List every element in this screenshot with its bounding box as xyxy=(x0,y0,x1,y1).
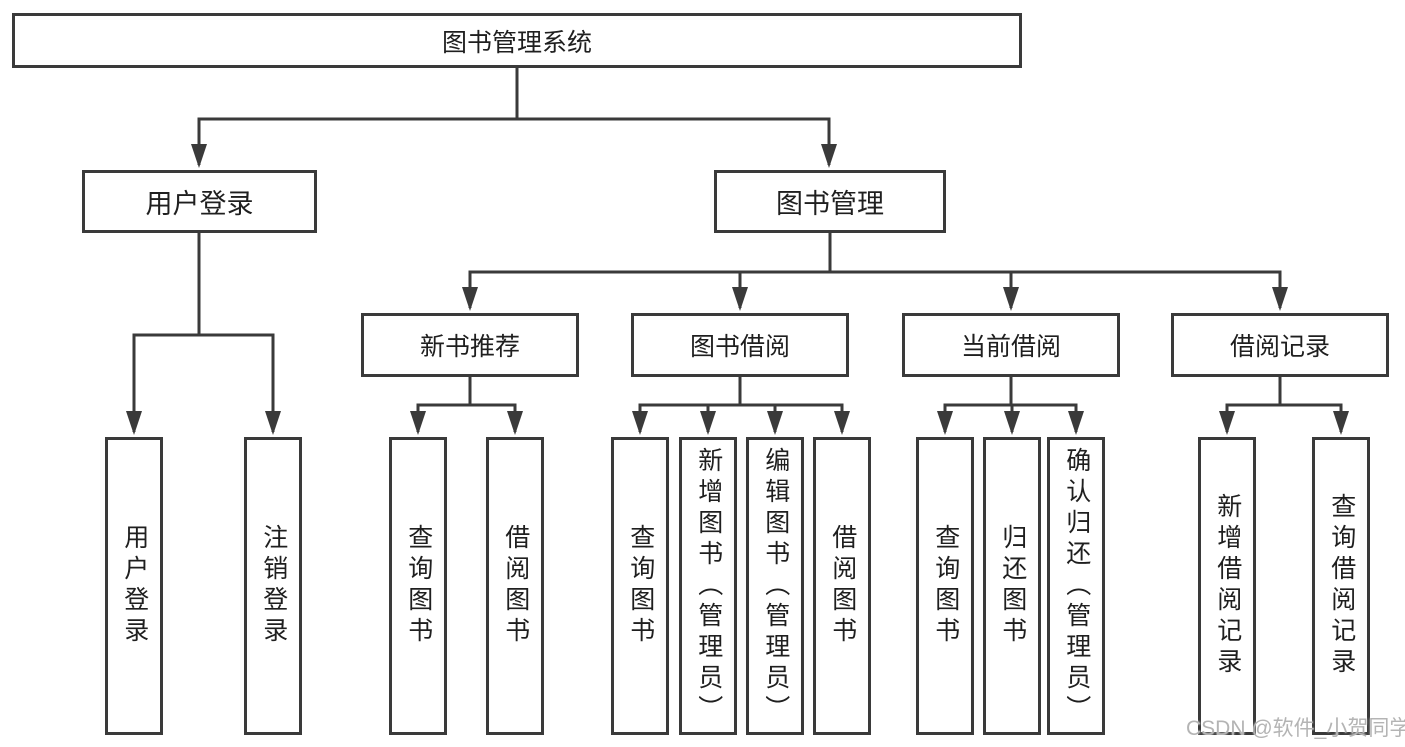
leaf-user-login-label: 用户登录 xyxy=(120,524,149,648)
leaf-add-book-admin-label: 新增图书（管理员） xyxy=(694,446,723,726)
leaf-user-login: 用户登录 xyxy=(105,437,163,735)
csdn-watermark: CSDN @软件_小贺同学 xyxy=(1186,717,1405,740)
leaf-return-book-label: 归还图书 xyxy=(998,524,1027,648)
leaf-query-borrow-record-label: 查询借阅记录 xyxy=(1327,493,1356,679)
leaf-borrow-book: 借阅图书 xyxy=(813,437,871,735)
leaf-return-book: 归还图书 xyxy=(983,437,1041,735)
leaf-confirm-return-admin: 确认归还（管理员） xyxy=(1047,437,1105,735)
leaf-logout: 注销登录 xyxy=(244,437,302,735)
node-book-borrow-label: 图书借阅 xyxy=(689,333,790,361)
leaf-query-borrow-record: 查询借阅记录 xyxy=(1312,437,1370,735)
leaf-add-borrow-record: 新增借阅记录 xyxy=(1198,437,1256,735)
node-user-login-label: 用户登录 xyxy=(145,189,254,219)
node-borrow-records: 借阅记录 xyxy=(1171,313,1389,377)
leaf-query-book-current-label: 查询图书 xyxy=(931,524,960,648)
leaf-borrow-book-label: 借阅图书 xyxy=(828,524,857,648)
node-new-book-recommend-label: 新书推荐 xyxy=(419,333,520,361)
node-user-login: 用户登录 xyxy=(82,170,317,233)
node-current-borrow: 当前借阅 xyxy=(902,313,1120,377)
node-root: 图书管理系统 xyxy=(12,13,1022,68)
node-new-book-recommend: 新书推荐 xyxy=(361,313,579,377)
leaf-query-book-borrow: 查询图书 xyxy=(611,437,669,735)
node-book-management: 图书管理 xyxy=(714,170,946,233)
leaf-edit-book-admin: 编辑图书（管理员） xyxy=(746,437,804,735)
node-book-borrow: 图书借阅 xyxy=(631,313,849,377)
connector-skeleton xyxy=(132,66,1343,407)
leaf-query-book-current: 查询图书 xyxy=(916,437,974,735)
leaf-add-borrow-record-label: 新增借阅记录 xyxy=(1213,493,1242,679)
leaf-confirm-return-admin-label: 确认归还（管理员） xyxy=(1062,446,1091,726)
node-borrow-records-label: 借阅记录 xyxy=(1229,333,1330,361)
leaf-logout-label: 注销登录 xyxy=(259,524,288,648)
leaf-borrow-book-recommend: 借阅图书 xyxy=(486,437,544,735)
node-current-borrow-label: 当前借阅 xyxy=(960,333,1061,361)
node-book-management-label: 图书管理 xyxy=(776,189,884,219)
leaf-add-book-admin: 新增图书（管理员） xyxy=(679,437,737,735)
node-root-label: 图书管理系统 xyxy=(441,28,592,57)
leaf-borrow-book-recommend-label: 借阅图书 xyxy=(501,524,530,648)
leaf-query-book-borrow-label: 查询图书 xyxy=(626,524,655,648)
leaf-edit-book-admin-label: 编辑图书（管理员） xyxy=(761,446,790,726)
leaf-query-book-recommend: 查询图书 xyxy=(389,437,447,735)
leaf-query-book-recommend-label: 查询图书 xyxy=(404,524,433,648)
